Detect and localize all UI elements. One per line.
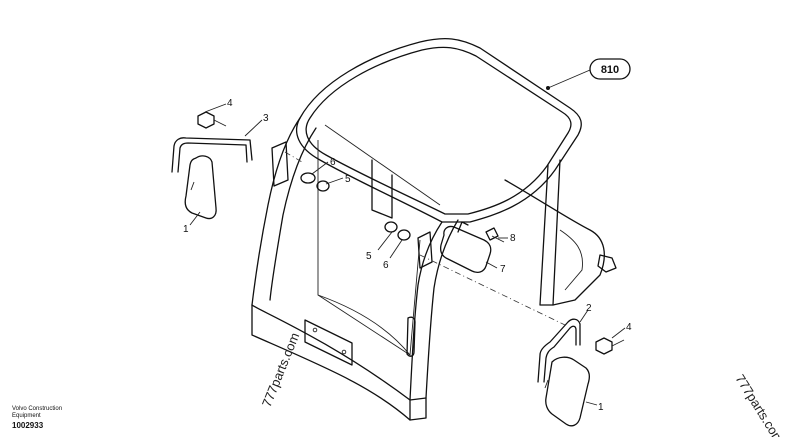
part-label-4: 4 <box>626 322 632 333</box>
part-label-2: 2 <box>586 303 592 314</box>
callout-bubble: 810 <box>589 58 631 80</box>
part-label-3: 3 <box>263 113 269 124</box>
interior-mirror <box>440 221 505 273</box>
reference-line <box>419 254 566 326</box>
cab-frame <box>251 117 617 421</box>
brand-line-1: Volvo Construction <box>12 406 63 412</box>
washer-center <box>384 221 398 233</box>
document-number: 1002933 <box>12 421 44 430</box>
nut-left <box>316 180 330 192</box>
mirror-arm-left <box>171 137 253 173</box>
callout-ref-text: 810 <box>601 64 619 76</box>
part-label-7: 7 <box>500 264 506 275</box>
right-mirror-assembly <box>537 318 625 427</box>
nut-center <box>397 229 411 241</box>
part-label-6: 6 <box>383 260 389 271</box>
mirror-right <box>545 356 590 427</box>
watermark-right: 777parts.com <box>732 372 786 437</box>
screw-8 <box>485 227 499 241</box>
part-labels: 1 4 3 6 5 5 6 8 7 2 4 1 <box>183 98 632 413</box>
part-label-5: 5 <box>345 174 351 185</box>
mirror-arm-right <box>537 318 581 383</box>
part-label-1: 1 <box>598 402 604 413</box>
part-label-4: 4 <box>227 98 233 109</box>
part-label-5: 5 <box>366 251 372 262</box>
bolt-right <box>595 337 613 355</box>
reference-line-2 <box>284 151 303 163</box>
part-label-1: 1 <box>183 224 189 235</box>
watermark-left: 777parts.com <box>259 330 302 409</box>
mirror-left <box>184 155 217 220</box>
leader-lines <box>189 69 626 406</box>
left-mirror-assembly <box>171 111 411 241</box>
part-label-8: 8 <box>510 233 516 244</box>
bolt-left <box>197 111 215 129</box>
brand-line-2: Equipment <box>12 413 41 419</box>
brand-label: Volvo Construction Equipment <box>12 406 62 420</box>
part-label-6: 6 <box>330 157 336 168</box>
washer-left <box>300 172 316 184</box>
cab-roof <box>296 37 582 223</box>
